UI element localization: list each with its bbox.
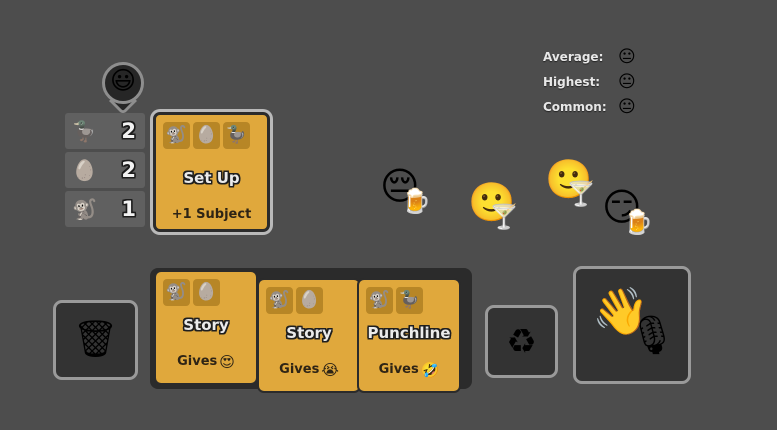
neutral-face-icon: 😐 xyxy=(618,96,636,117)
rolling-on-floor-laughing-face-icon: 🤣 xyxy=(420,361,440,379)
card-effect: +1 Subject xyxy=(171,207,252,222)
duck-icon: 🦆 xyxy=(398,290,421,310)
slightly-smiling-face-icon: 🙂 xyxy=(545,157,593,201)
wastebasket-icon: 🗑 xyxy=(72,319,119,360)
resource-row-egg[interactable]: 🥚 2 xyxy=(65,152,145,188)
microphone-icon: 🎙 xyxy=(628,313,677,357)
beer-mug-icon: 🍺 xyxy=(401,187,431,215)
cost-strip: 🐒 🥚 xyxy=(163,279,220,306)
neutral-face-icon: 😐 xyxy=(618,71,636,92)
cocktail-glass-icon: 🍸 xyxy=(489,203,519,231)
audience-stats-panel: Average: 😐 Highest: 😐 Common: 😐 xyxy=(543,46,636,121)
card-effect: Gives🤣 xyxy=(359,362,459,378)
duck-icon: 🦆 xyxy=(72,119,97,143)
stat-label-highest: Highest: xyxy=(543,75,601,89)
player-marker[interactable]: 😃 xyxy=(99,62,147,116)
resource-row-duck[interactable]: 🦆 2 xyxy=(65,113,145,149)
egg-icon: 🥚 xyxy=(195,282,218,302)
stat-row-average: Average: 😐 xyxy=(543,46,636,68)
monkey-icon: 🐒 xyxy=(268,290,291,310)
cost-chip-monkey: 🐒 xyxy=(266,287,293,314)
card-effect-label: Gives xyxy=(279,362,320,377)
perform-icon-group: 👋 🎙 xyxy=(590,284,677,362)
card-title: Story xyxy=(286,324,332,342)
cost-chip-monkey: 🐒 xyxy=(163,279,190,306)
card-set-up[interactable]: 🐒 🥚 🦆 Set Up +1 Subject xyxy=(153,112,270,232)
monkey-icon: 🐒 xyxy=(165,125,188,145)
hand-card-story-2[interactable]: 🐒 🥚 Story Gives😭 xyxy=(257,278,361,393)
cost-chip-egg: 🥚 xyxy=(193,279,220,306)
egg-icon: 🥚 xyxy=(298,290,321,310)
resource-row-monkey[interactable]: 🐒 1 xyxy=(65,191,145,227)
stat-label-average: Average: xyxy=(543,50,604,64)
card-title: Set Up xyxy=(183,169,240,187)
resource-count-egg: 2 xyxy=(121,158,136,182)
loudly-crying-face-icon: 😭 xyxy=(321,361,339,379)
pensive-face-icon: 😔 xyxy=(380,164,420,208)
resource-count-duck: 2 xyxy=(121,119,136,143)
cocktail-glass-icon: 🍸 xyxy=(566,180,596,208)
stat-label-common: Common: xyxy=(543,100,607,114)
cost-strip: 🐒 🦆 xyxy=(366,287,423,314)
duck-icon: 🦆 xyxy=(225,125,248,145)
card-effect-label: Gives xyxy=(177,354,218,369)
stat-row-highest: Highest: 😐 xyxy=(543,71,636,93)
stat-row-common: Common: 😐 xyxy=(543,96,636,118)
waving-hand-icon: 👋 xyxy=(592,284,650,338)
egg-icon: 🥚 xyxy=(195,125,218,145)
egg-icon: 🥚 xyxy=(72,158,97,182)
perform-slot[interactable]: 👋 🎙 xyxy=(573,266,691,384)
card-effect: Gives😭 xyxy=(259,362,359,378)
audience-member-2[interactable]: 🙂 🍸 xyxy=(468,183,526,241)
card-title: Story xyxy=(183,316,229,334)
pin-body xyxy=(102,62,144,104)
cost-chip-duck: 🦆 xyxy=(396,287,423,314)
card-title: Punchline xyxy=(367,324,451,342)
beer-mug-icon: 🍺 xyxy=(623,208,653,236)
slightly-smiling-face-icon: 🙂 xyxy=(468,180,516,224)
hand-card-story-1[interactable]: 🐒 🥚 Story Gives😍 xyxy=(154,270,258,385)
neutral-face-icon: 😐 xyxy=(618,46,636,67)
recycle-slot[interactable]: ♻ xyxy=(485,305,558,378)
recycle-icon: ♻ xyxy=(506,321,537,362)
setup-cost-strip: 🐒 🥚 🦆 xyxy=(163,122,250,149)
monkey-icon: 🐒 xyxy=(72,197,97,221)
resource-count-monkey: 1 xyxy=(121,197,136,221)
audience-member-3[interactable]: 🙂 🍸 xyxy=(545,160,603,218)
audience-member-4[interactable]: 😏 🍺 xyxy=(602,188,660,246)
smirking-face-icon: 😏 xyxy=(602,185,642,229)
grinning-face-icon: 😃 xyxy=(109,66,137,95)
heart-eyes-face-icon: 😍 xyxy=(219,353,235,371)
cost-strip: 🐒 🥚 xyxy=(266,287,323,314)
card-effect-label: Gives xyxy=(378,362,419,377)
resource-panel: 🦆 2 🥚 2 🐒 1 xyxy=(65,113,145,230)
cost-chip-duck: 🦆 xyxy=(223,122,250,149)
discard-slot[interactable]: 🗑 xyxy=(53,300,138,380)
cost-chip-monkey: 🐒 xyxy=(366,287,393,314)
cost-chip-egg: 🥚 xyxy=(296,287,323,314)
monkey-icon: 🐒 xyxy=(368,290,391,310)
card-effect: Gives😍 xyxy=(156,354,256,370)
audience-member-1[interactable]: 😔 🍺 xyxy=(380,167,438,225)
cost-chip-monkey: 🐒 xyxy=(163,122,190,149)
hand-card-punchline[interactable]: 🐒 🦆 Punchline Gives🤣 xyxy=(357,278,461,393)
monkey-icon: 🐒 xyxy=(165,282,188,302)
cost-chip-egg: 🥚 xyxy=(193,122,220,149)
